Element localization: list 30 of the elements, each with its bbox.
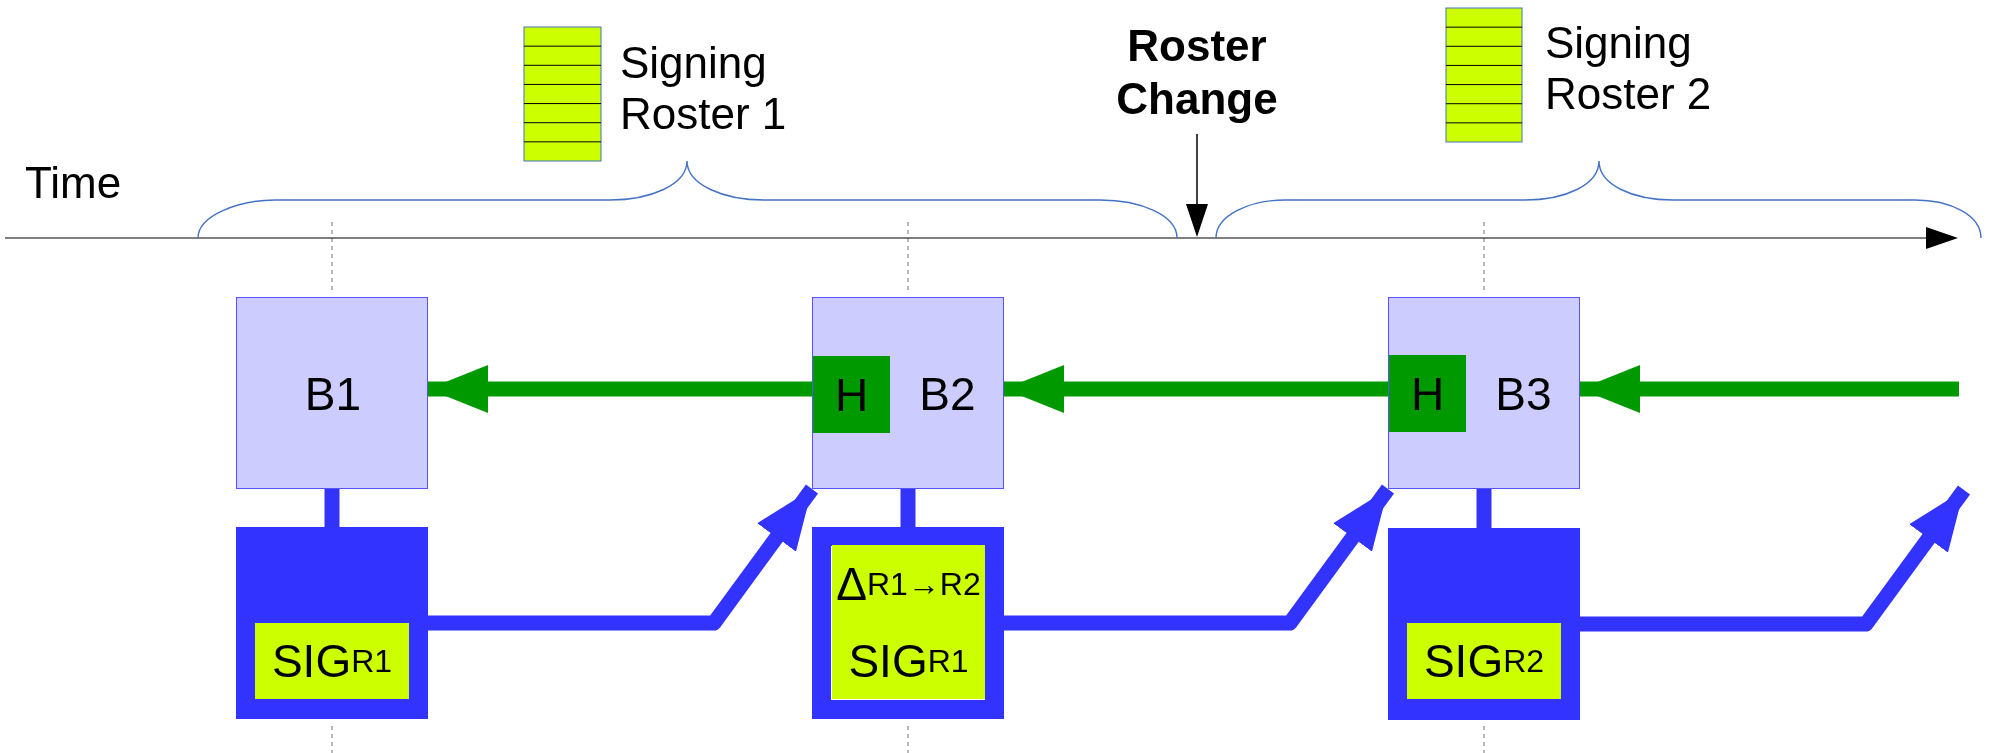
hash-label: H bbox=[1409, 366, 1446, 422]
signature-cell bbox=[1407, 623, 1561, 699]
annotation-label: Roster Change bbox=[1115, 20, 1279, 125]
signature-cell bbox=[832, 545, 985, 622]
signature-block bbox=[1388, 528, 1580, 720]
axis-label: Time bbox=[25, 158, 123, 209]
block-box bbox=[1388, 297, 1580, 489]
block-box bbox=[236, 297, 428, 489]
arrow bbox=[428, 484, 819, 631]
hash-label: H bbox=[833, 367, 870, 423]
hash-box bbox=[813, 356, 890, 433]
block-label: B2 bbox=[918, 367, 977, 422]
block-label: B3 bbox=[1494, 367, 1553, 422]
connector-line bbox=[900, 489, 916, 527]
arrow bbox=[1580, 485, 1971, 632]
roster-label: Signing Roster 1 bbox=[620, 38, 788, 140]
roster-label: Signing Roster 2 bbox=[1545, 18, 1713, 120]
connector-line bbox=[324, 489, 340, 527]
signature-block bbox=[812, 527, 1004, 719]
connector-line bbox=[1476, 489, 1492, 528]
signature-cell bbox=[832, 622, 985, 699]
signature-block bbox=[236, 527, 428, 719]
hash-box bbox=[1389, 355, 1466, 432]
signature-cell bbox=[255, 623, 409, 699]
block-label: B1 bbox=[303, 367, 363, 422]
arrow bbox=[1580, 365, 1959, 413]
arrow bbox=[1004, 484, 1395, 631]
block-box bbox=[812, 297, 1004, 489]
arrow bbox=[1004, 365, 1388, 413]
arrow bbox=[428, 365, 812, 413]
